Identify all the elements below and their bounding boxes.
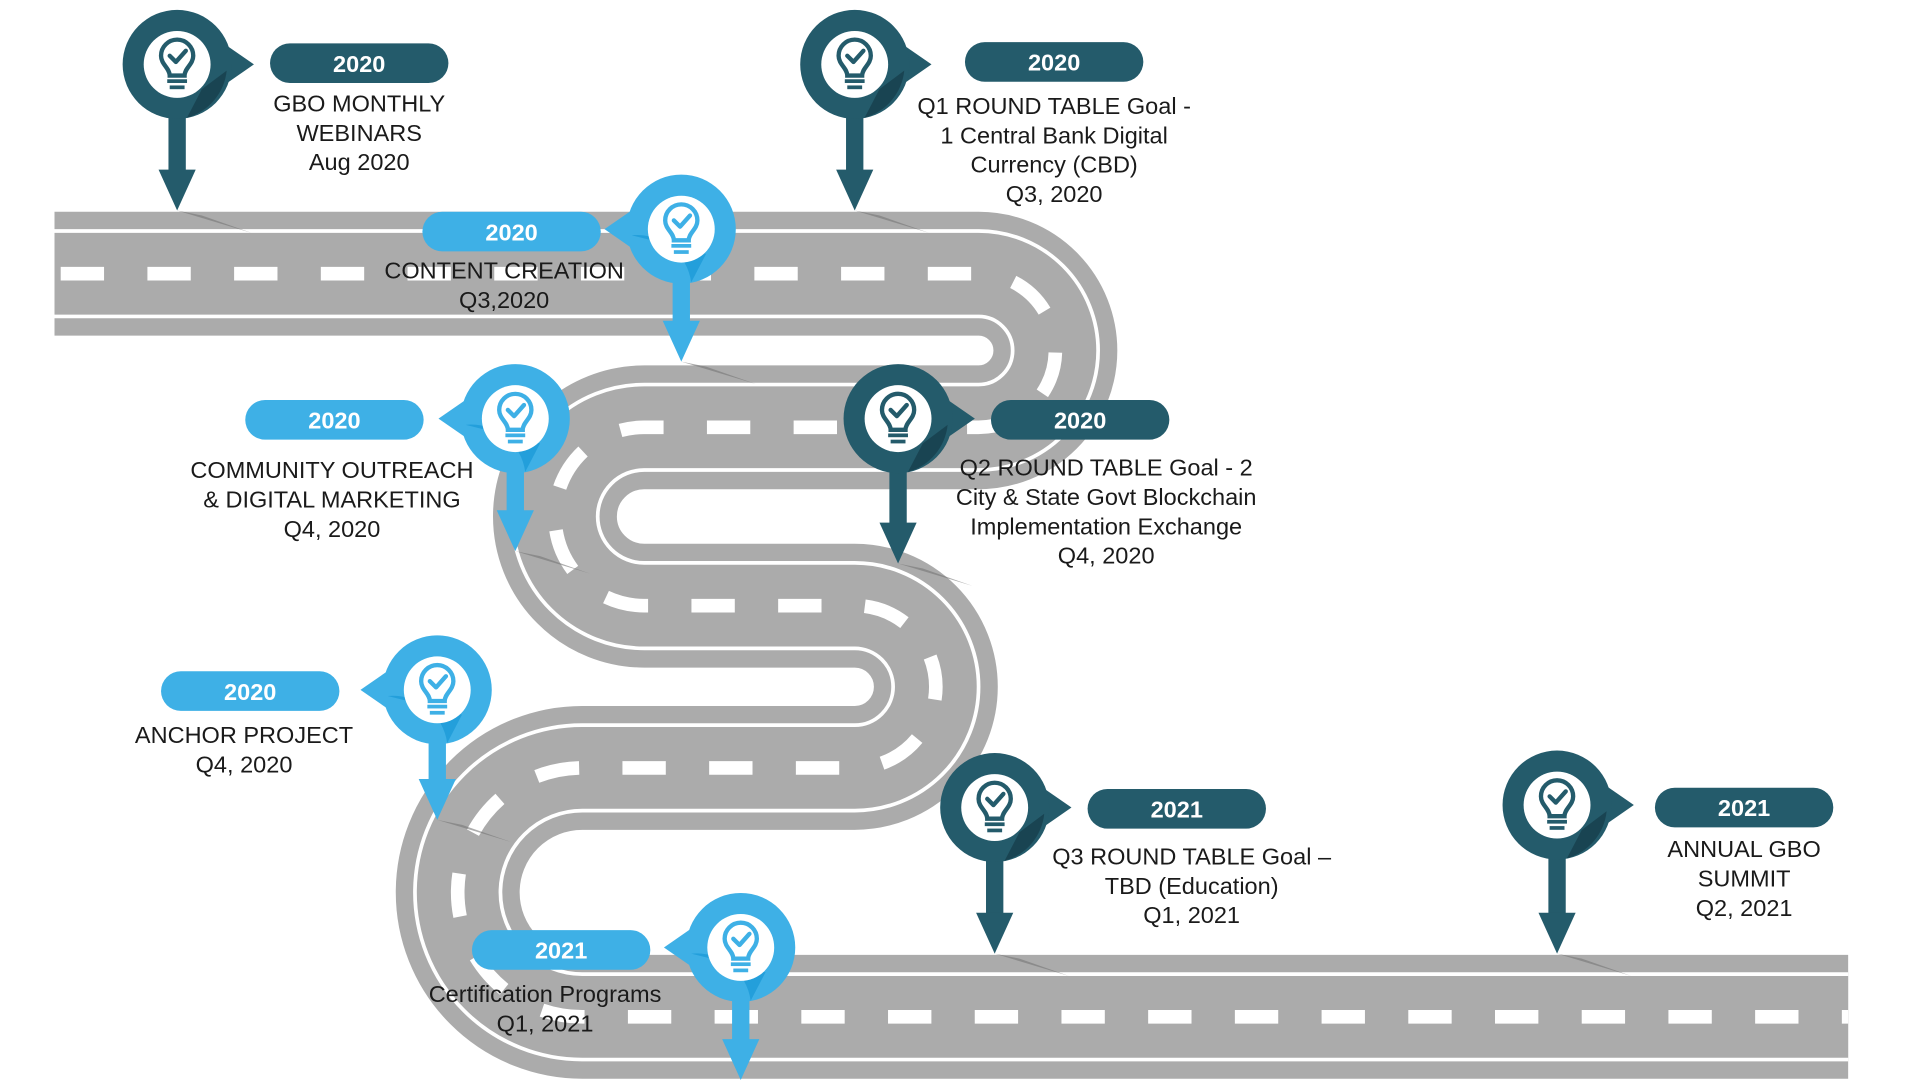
milestone-text-line: COMMUNITY OUTREACH bbox=[190, 457, 473, 483]
milestone-text-line: Q2, 2021 bbox=[1696, 895, 1793, 921]
milestone-5: 2020 Q2 ROUND TABLE Goal - 2 City & State … bbox=[843, 364, 1257, 586]
lightbulb-check-icon bbox=[722, 920, 760, 973]
lightbulb-check-icon bbox=[879, 391, 917, 444]
milestone-text-line: TBD (Education) bbox=[1105, 873, 1279, 899]
milestone-text-line: Q3 ROUND TABLE Goal – bbox=[1052, 843, 1332, 869]
milestone-text-line: WEBINARS bbox=[297, 120, 422, 146]
road-center-dashes bbox=[54, 266, 1849, 1024]
lightbulb-check-icon bbox=[1538, 778, 1576, 830]
year-badge bbox=[1654, 787, 1834, 828]
arrow-down-icon bbox=[836, 169, 874, 211]
lightbulb-check-icon bbox=[976, 780, 1013, 833]
year-label: 2020 bbox=[308, 408, 360, 434]
milestone-7: 2021 Q3 ROUND TABLE Goal – TBD (Education)… bbox=[940, 753, 1332, 976]
milestone-text-line: Implementation Exchange bbox=[970, 513, 1242, 539]
milestone-text-line: ANNUAL GBO bbox=[1667, 836, 1820, 862]
arrow-down-icon bbox=[496, 510, 534, 552]
milestone-text-line: Q2 ROUND TABLE Goal - 2 bbox=[960, 455, 1253, 481]
milestone-text-line: Aug 2020 bbox=[309, 149, 410, 175]
year-badge bbox=[270, 43, 449, 83]
pin-shade bbox=[1566, 811, 1607, 859]
year-badge bbox=[245, 400, 424, 440]
arrow-down-icon bbox=[158, 169, 196, 211]
pin-stem bbox=[846, 101, 864, 171]
year-badge bbox=[161, 671, 340, 711]
pin-inner bbox=[961, 774, 1029, 841]
year-label: 2021 bbox=[535, 938, 587, 964]
pin-stem bbox=[986, 844, 1004, 915]
arrow-down-icon bbox=[722, 1039, 760, 1080]
lightbulb-check-icon bbox=[418, 662, 456, 715]
pin-shade bbox=[187, 70, 227, 118]
pin-inner bbox=[707, 914, 775, 981]
milestone-text-line: Currency (CBD) bbox=[971, 152, 1138, 178]
arrow-down-icon bbox=[1538, 912, 1576, 954]
pin-inner bbox=[403, 656, 471, 724]
arrow-down-icon bbox=[662, 320, 700, 362]
milestone-text-line: Q1, 2021 bbox=[497, 1010, 594, 1036]
pin-inner bbox=[821, 30, 889, 98]
pin-shade bbox=[864, 70, 905, 118]
year-badge bbox=[990, 400, 1170, 440]
year-badge bbox=[964, 42, 1144, 82]
pin-inner bbox=[481, 385, 549, 453]
pin-shadow bbox=[177, 210, 252, 233]
milestone-text-line: Q1 ROUND TABLE Goal - bbox=[917, 93, 1191, 119]
milestone-text-line: CONTENT CREATION bbox=[384, 258, 624, 284]
milestone-text-line: Certification Programs bbox=[429, 981, 662, 1007]
pin-inner bbox=[1523, 771, 1591, 839]
milestone-text-line: Q3, 2020 bbox=[1006, 181, 1103, 207]
lightbulb-check-icon bbox=[497, 391, 534, 444]
milestone-text-line: GBO MONTHLY bbox=[273, 90, 445, 116]
year-label: 2021 bbox=[1718, 795, 1770, 821]
lightbulb-check-icon bbox=[836, 37, 873, 90]
year-label: 2020 bbox=[1054, 408, 1106, 434]
milestone-text-line: ANCHOR PROJECT bbox=[135, 722, 353, 748]
milestone-text-line: SUMMIT bbox=[1698, 865, 1791, 891]
year-badge bbox=[422, 211, 601, 252]
pin-shade bbox=[907, 424, 948, 472]
milestone-text-line: Q4, 2020 bbox=[284, 516, 381, 542]
pin-shadow bbox=[681, 361, 756, 384]
year-label: 2020 bbox=[485, 219, 537, 245]
pin-inner bbox=[864, 385, 932, 453]
arrow-down-icon bbox=[879, 522, 917, 564]
year-label: 2020 bbox=[333, 51, 385, 77]
pin-shade bbox=[1004, 813, 1045, 861]
lightbulb-check-icon bbox=[158, 37, 196, 90]
arrow-down-icon bbox=[976, 912, 1014, 954]
lightbulb-check-icon bbox=[663, 202, 700, 254]
pin-stem bbox=[1548, 842, 1566, 915]
year-label: 2020 bbox=[224, 679, 276, 705]
year-badge bbox=[1087, 788, 1266, 829]
milestone-3: 2020 Q1 ROUND TABLE Goal - 1 Central Bank … bbox=[800, 9, 1191, 233]
milestone-text-line: City & State Govt Blockchain bbox=[956, 484, 1257, 510]
year-label: 2021 bbox=[1151, 796, 1203, 822]
pin-inner bbox=[143, 30, 211, 98]
year-label: 2020 bbox=[1028, 50, 1080, 76]
milestone-text-line: Q4, 2020 bbox=[196, 751, 293, 777]
milestone-text-line: & DIGITAL MARKETING bbox=[203, 486, 460, 512]
winding-road bbox=[54, 211, 1849, 1079]
arrow-down-icon bbox=[418, 779, 456, 820]
year-badge bbox=[471, 930, 651, 970]
milestone-text-line: 1 Central Bank Digital bbox=[940, 122, 1167, 148]
milestone-text-line: Q1, 2021 bbox=[1143, 902, 1240, 928]
milestone-text-line: Q3,2020 bbox=[459, 287, 549, 313]
pin-inner bbox=[647, 195, 715, 263]
milestone-text-line: Q4, 2020 bbox=[1058, 543, 1155, 569]
pin-stem bbox=[168, 101, 186, 171]
